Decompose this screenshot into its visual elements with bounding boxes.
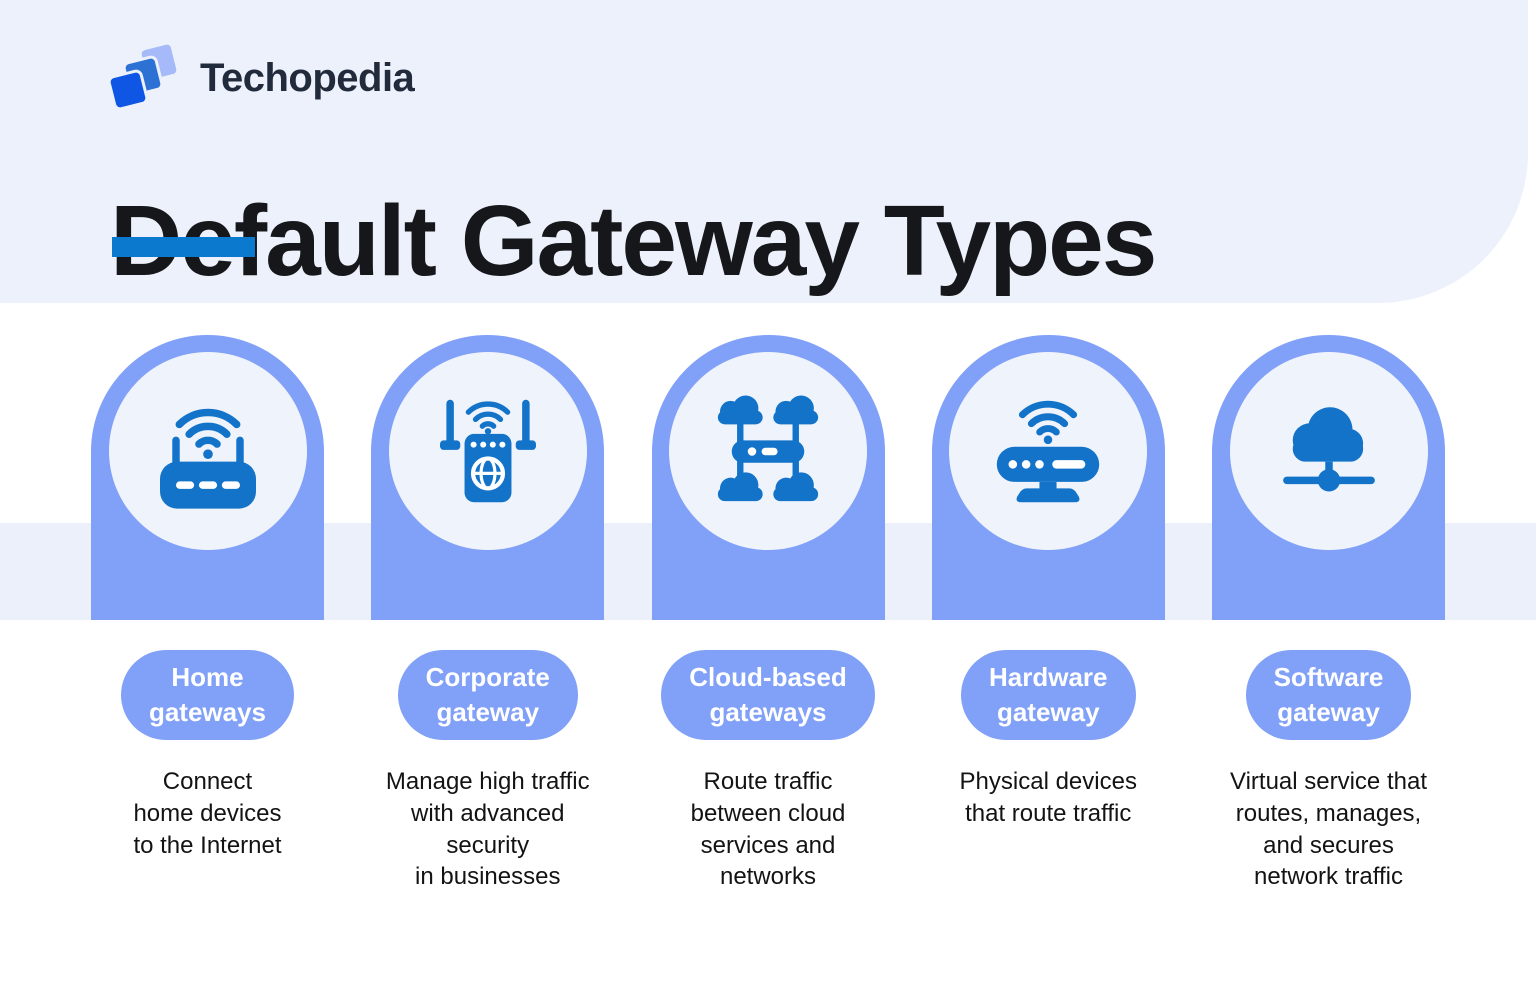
cloud-network-icon: [717, 395, 819, 502]
icon-circle-corporate: [388, 352, 587, 550]
arch-corporate: [371, 335, 605, 620]
hardware-router-stand-icon: [997, 400, 1100, 503]
pill-label: Corporate gateway: [425, 662, 550, 728]
icon-circle-hardware: [949, 352, 1148, 550]
corporate-router-globe-icon: [439, 399, 536, 503]
arch-cloud: [651, 335, 885, 620]
pill-corporate-gateway: Corporate gateway: [397, 650, 578, 741]
title-underline: [112, 237, 255, 257]
techopedia-logo-icon: [106, 40, 181, 112]
icon-circle-home: [108, 352, 307, 550]
description-cloud-based-gateways: Route traffic between cloud services and…: [690, 768, 846, 891]
column-home-gateways: Home gateways Connect home devices to th…: [85, 335, 330, 893]
pill-cloud-based-gateways: Cloud-based gateways: [661, 650, 875, 741]
description-hardware-gateway: Physical devices that route traffic: [959, 768, 1137, 827]
pill-hardware-gateway: Hardware gateway: [961, 650, 1136, 741]
brand-logo: Techopedia: [106, 40, 415, 112]
pill-label: Home gateways: [148, 662, 267, 728]
description-software-gateway: Virtual service that routes, manages, an…: [1230, 768, 1427, 891]
pill-software-gateway: Software gateway: [1245, 650, 1412, 741]
column-software-gateway: Software gateway Virtual service that ro…: [1206, 335, 1451, 893]
arch-software: [1212, 335, 1445, 620]
column-corporate-gateway: Corporate gateway Manage high traffic wi…: [365, 335, 610, 893]
description-corporate-gateway: Manage high traffic with advanced securi…: [385, 768, 590, 891]
brand-name: Techopedia: [200, 55, 415, 100]
pill-label: Software gateway: [1273, 662, 1384, 728]
gateway-columns: Home gateways Connect home devices to th…: [0, 335, 1536, 893]
arch-hardware: [931, 335, 1165, 620]
pill-home-gateways: Home gateways: [120, 650, 295, 741]
pill-label: Hardware gateway: [989, 662, 1108, 728]
description-home-gateways: Connect home devices to the Internet: [133, 768, 282, 859]
column-hardware-gateway: Hardware gateway Physical devices that r…: [926, 335, 1171, 893]
icon-circle-cloud: [669, 352, 867, 550]
cloud-connection-icon: [1282, 407, 1375, 492]
column-cloud-based-gateways: Cloud-based gateways Route traffic betwe…: [646, 335, 891, 893]
icon-circle-software: [1229, 352, 1428, 550]
pill-label: Cloud-based gateways: [689, 662, 847, 728]
page-title: Default Gateway Types: [110, 185, 1157, 297]
home-router-wifi-icon: [159, 408, 256, 509]
arch-home: [91, 335, 324, 620]
